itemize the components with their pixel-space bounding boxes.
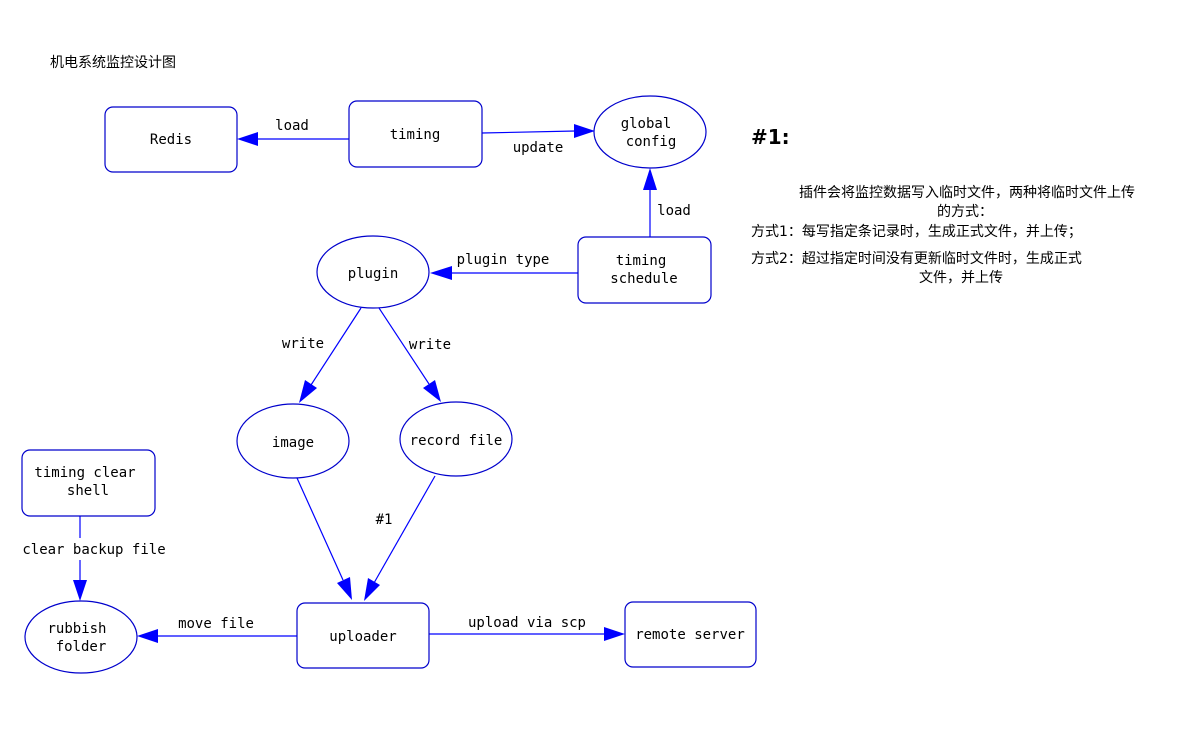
note-line-3: 方式1：每写指定条记录时，生成正式文件，并上传； (751, 223, 1082, 240)
node-image: image (236, 403, 350, 479)
node-rubbish-folder: rubbish folder (24, 600, 138, 674)
note-heading: #1: (751, 125, 790, 149)
node-timing: timing (348, 100, 483, 168)
edge-timing-to-redis: load (237, 118, 349, 146)
node-timing-clear-shell: timing clear shell (21, 449, 156, 517)
edge-label-upload-scp: upload via scp (468, 615, 586, 631)
note-block: #1: 插件会将监控数据写入临时文件，两种将临时文件上传 的方式： 方式1：每写… (751, 125, 1135, 286)
edge-label-move-file: move file (178, 616, 254, 632)
svg-text:timing: timing (616, 253, 667, 269)
svg-text:shell: shell (67, 483, 109, 499)
edge-schedule-to-global-config: load (643, 168, 691, 237)
edge-label-write-record: write (409, 337, 451, 353)
edge-label-load-redis: load (275, 118, 309, 134)
svg-text:record file: record file (410, 433, 503, 449)
svg-text:rubbish: rubbish (47, 621, 106, 637)
edge-uploader-to-remote: upload via scp (429, 615, 625, 641)
edge-label-hash1: #1 (376, 512, 393, 528)
edge-label-write-image: write (282, 336, 324, 352)
node-remote-server: remote server (624, 601, 757, 668)
svg-text:Redis: Redis (150, 132, 192, 148)
edge-label-update: update (513, 140, 564, 156)
svg-text:folder: folder (56, 639, 107, 655)
node-timing-schedule: timing schedule (577, 236, 712, 304)
note-line-4: 方式2：超过指定时间没有更新临时文件时，生成正式 (751, 251, 1082, 267)
edge-record-file-to-uploader: #1 (364, 475, 436, 601)
svg-text:plugin: plugin (348, 266, 399, 282)
edge-label-plugin-type: plugin type (457, 252, 550, 268)
node-redis: Redis (104, 106, 238, 173)
edge-uploader-to-rubbish: move file (137, 616, 297, 643)
svg-text:config: config (626, 134, 677, 150)
edge-timing-to-global-config: update (481, 124, 595, 156)
note-line-2: 的方式： (937, 204, 993, 220)
node-plugin: plugin (316, 235, 430, 309)
node-global-config: global config (593, 95, 707, 169)
node-uploader: uploader (296, 602, 430, 669)
svg-text:uploader: uploader (329, 629, 396, 645)
svg-text:timing clear: timing clear (34, 465, 135, 481)
note-line-5: 文件，并上传 (919, 270, 1003, 286)
edge-label-clear-backup: clear backup file (22, 542, 165, 558)
note-line-1: 插件会将监控数据写入临时文件，两种将临时文件上传 (799, 185, 1135, 201)
edge-schedule-to-plugin: plugin type (430, 252, 578, 280)
svg-text:timing: timing (390, 127, 441, 143)
edge-plugin-to-image: write (282, 307, 362, 403)
edge-plugin-to-record-file: write (378, 307, 451, 402)
edge-label-load-config: load (657, 203, 691, 219)
node-record-file: record file (399, 401, 513, 477)
diagram-title: 机电系统监控设计图 (50, 55, 176, 71)
svg-text:global: global (621, 116, 672, 132)
svg-text:image: image (272, 435, 314, 451)
svg-text:schedule: schedule (610, 271, 677, 287)
edge-image-to-uploader (296, 477, 352, 600)
edge-shell-to-rubbish: clear backup file (12, 516, 178, 601)
svg-text:remote server: remote server (635, 627, 745, 643)
